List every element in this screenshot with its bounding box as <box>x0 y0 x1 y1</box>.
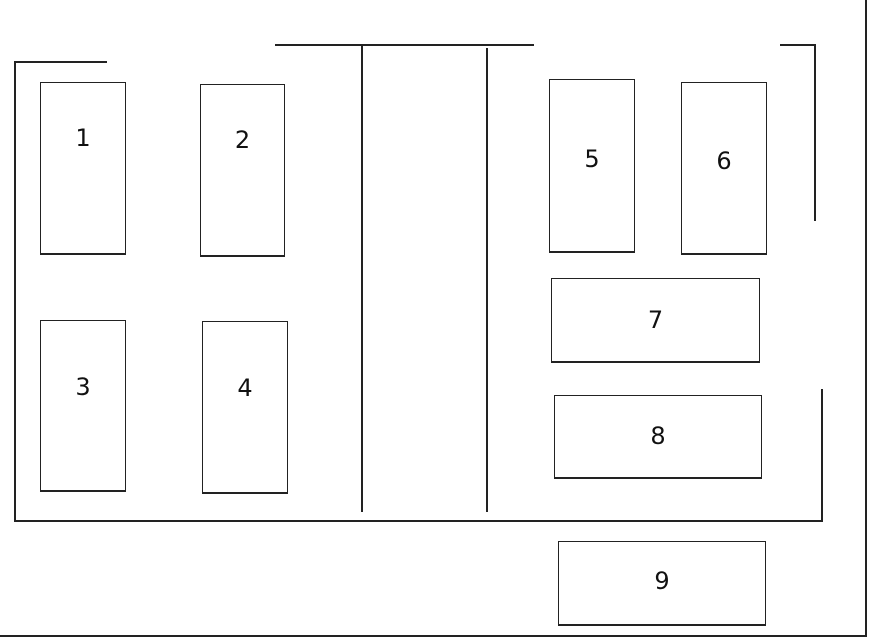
box-label: 4 <box>237 374 253 402</box>
box-9: 9 <box>558 541 766 626</box>
box-5: 5 <box>549 79 635 253</box>
box-label: 2 <box>234 126 251 154</box>
box-2: 2 <box>200 84 285 257</box>
box-label: 1 <box>75 124 91 152</box>
box-label: 6 <box>716 147 732 175</box>
box-4: 4 <box>202 321 288 494</box>
box-label: 7 <box>647 306 664 334</box>
box-1: 1 <box>40 82 126 255</box>
box-8: 8 <box>554 395 762 479</box>
box-label: 9 <box>654 567 670 595</box>
box-label: 3 <box>75 372 91 401</box>
box-7: 7 <box>551 278 760 363</box>
box-3: 3 <box>40 320 126 492</box>
box-6: 6 <box>681 82 767 255</box>
box-label: 5 <box>584 144 600 173</box>
box-label: 8 <box>650 421 666 450</box>
